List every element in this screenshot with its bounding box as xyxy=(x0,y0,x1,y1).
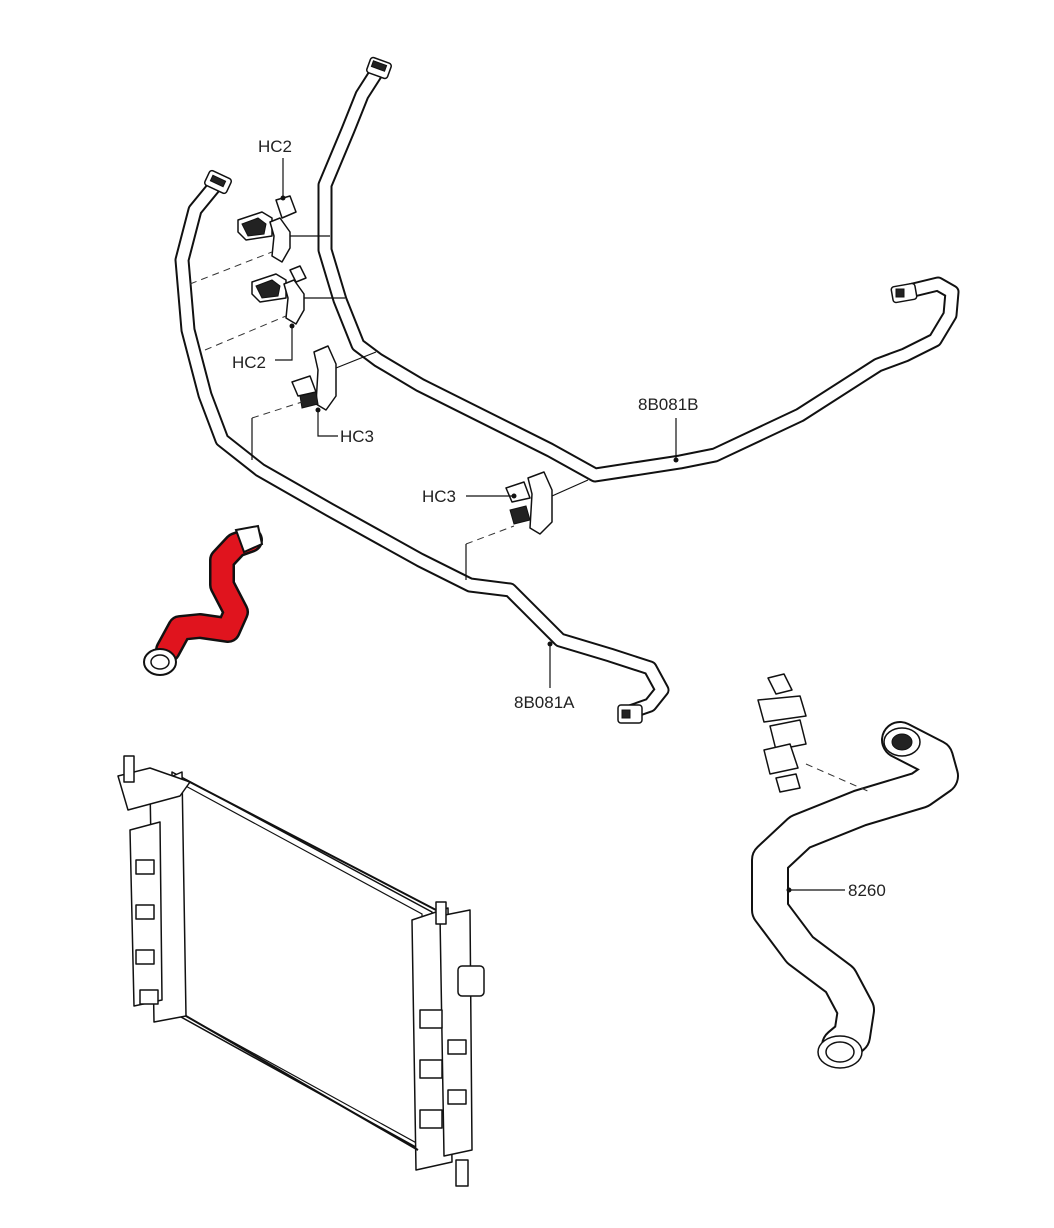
connector-top-8b081a xyxy=(203,169,233,195)
clip-hc3-right[interactable] xyxy=(505,471,589,535)
hose-8b081b[interactable] xyxy=(317,56,960,483)
callout-8260: 8260 xyxy=(786,881,886,900)
hose-clamp-ring xyxy=(143,648,177,676)
hose-8260-bottom-fitting xyxy=(817,1035,863,1069)
highlighted-hose[interactable] xyxy=(143,524,264,676)
label-hc2-mid: HC2 xyxy=(232,353,266,372)
left-tank-fittings xyxy=(135,859,159,1005)
hose-8260[interactable] xyxy=(751,721,959,1069)
callout-hc2-top: HC2 xyxy=(258,137,292,201)
label-hc3-right: HC3 xyxy=(422,487,456,506)
callout-hc3-right: HC3 xyxy=(422,487,517,506)
right-tank-fittings xyxy=(419,965,485,1129)
clip-hc2-upper[interactable] xyxy=(237,195,330,263)
radiator[interactable] xyxy=(117,755,485,1187)
hose-8260-top-fitting xyxy=(883,727,921,757)
label-hc2-top: HC2 xyxy=(258,137,292,156)
clip-hc3-left[interactable] xyxy=(291,345,377,411)
label-hc3-left: HC3 xyxy=(340,427,374,446)
callout-hc3-left: HC3 xyxy=(315,407,374,446)
label-8b081a: 8B081A xyxy=(514,693,575,712)
hose-8b081a[interactable] xyxy=(174,169,670,724)
callout-8b081b: 8B081B xyxy=(638,395,699,463)
connector-bottom-8b081a xyxy=(617,704,643,724)
clip-hc2-lower[interactable] xyxy=(251,265,345,325)
alignment-lines xyxy=(189,251,515,580)
clip-8260-assembly[interactable] xyxy=(757,673,871,793)
connector-top-8b081b xyxy=(366,56,392,80)
callout-hc2-mid: HC2 xyxy=(232,323,295,372)
label-8260: 8260 xyxy=(848,881,886,900)
callout-8b081a: 8B081A xyxy=(514,641,575,712)
label-8b081b: 8B081B xyxy=(638,395,699,414)
connector-right-8b081b xyxy=(890,282,918,304)
